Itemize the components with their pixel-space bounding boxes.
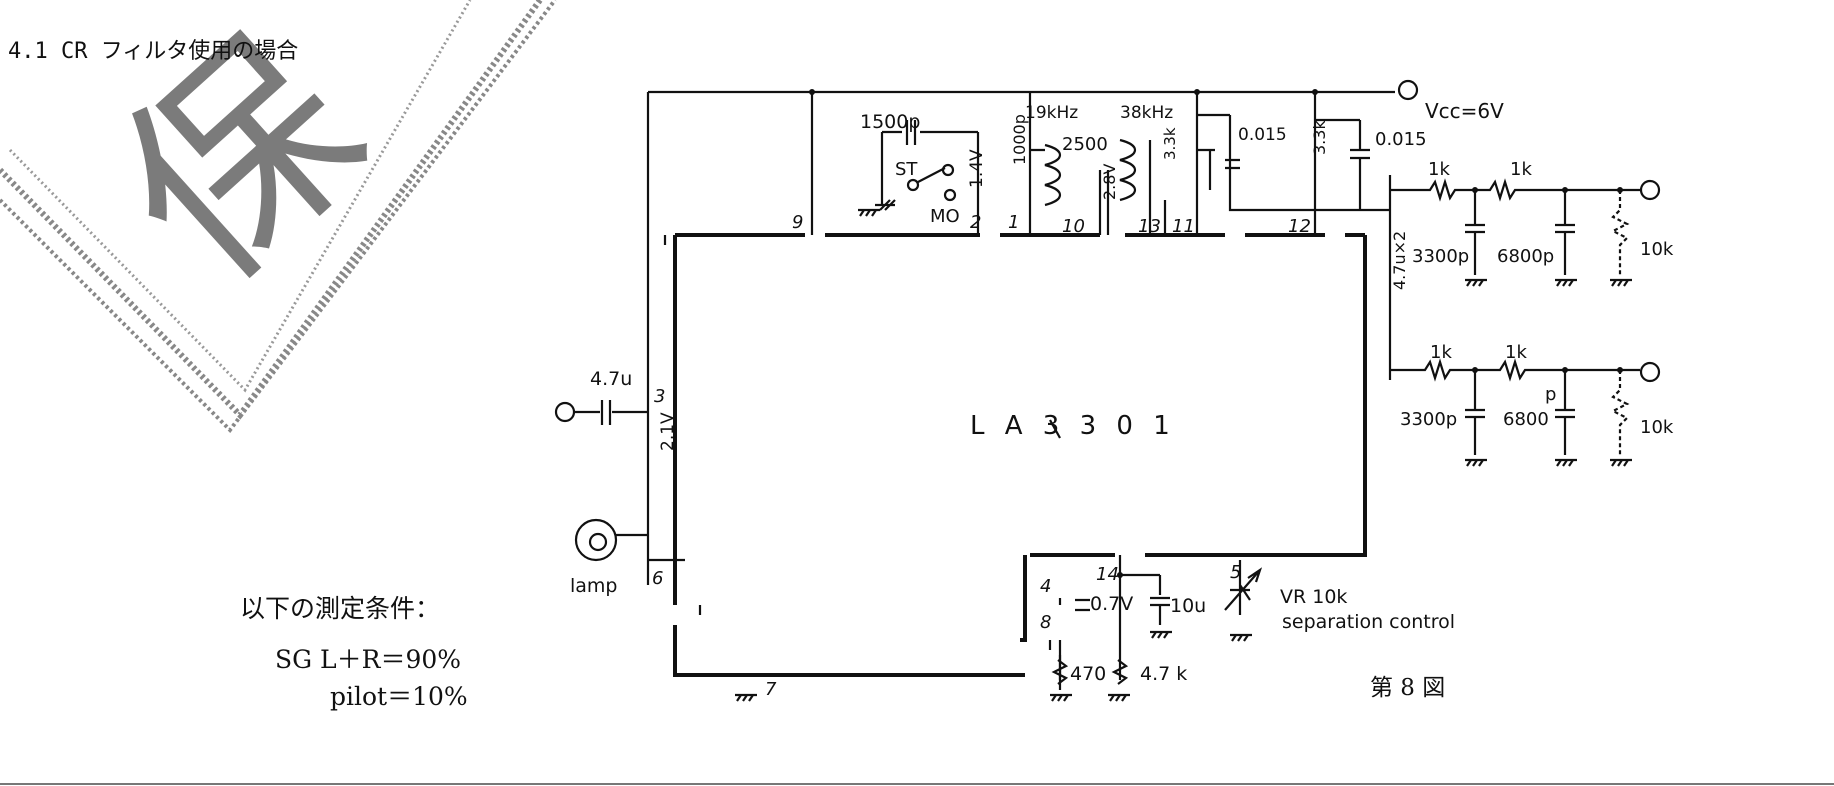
cap-1500p-label: 1500p (860, 111, 920, 133)
cap-6800-b-label: 6800 (1503, 409, 1549, 430)
conditions-line2: pilot＝10% (330, 682, 468, 711)
cap-1000p-label: 1000p (1010, 114, 1029, 165)
switch-st-contact (906, 178, 920, 192)
cap-6800p-a-label: 6800p (1497, 246, 1554, 267)
pin-3: 3 (654, 386, 665, 407)
pin-4: 4 (1040, 576, 1051, 597)
stamp-watermark: 保 (0, 0, 557, 434)
cap-10u-label: 10u (1170, 595, 1206, 617)
lamp-label: lamp (570, 575, 618, 597)
conditions-line1: SG L＋R＝90% (275, 645, 461, 674)
cap-4.7u-x2-label: 4.7u×2 (1390, 231, 1409, 290)
separation-control-label: separation control (1282, 611, 1455, 633)
v21-label: 2.1V (658, 412, 678, 451)
pin-7: 7 (765, 679, 777, 700)
pin-14: 14 (1096, 564, 1119, 585)
r-1k-a-label: 1k (1428, 159, 1450, 180)
figure-caption: 第 8 図 (1370, 675, 1445, 701)
out-terminal-a (1639, 179, 1661, 201)
cap-3300p-a-label: 3300p (1412, 246, 1469, 267)
r-10k-b-label: 10k (1640, 417, 1674, 438)
pin-labels: 9 2 1 10 13 11 12 3 6 7 4 8 14 5 (652, 212, 1311, 700)
pin-6: 6 (652, 568, 663, 589)
cap-3300p-b-label: 3300p (1400, 409, 1457, 430)
cap-4.7u-label: 4.7u (590, 368, 632, 390)
r-470-label: 470 (1070, 663, 1106, 685)
vr-label: VR 10k (1280, 586, 1347, 608)
pin-5: 5 (1230, 562, 1241, 583)
vcc-terminal (1397, 79, 1419, 101)
pin-1: 1 (1008, 212, 1019, 233)
section-heading: 4.1 CR フィルタ使用の場合 (8, 39, 298, 64)
pin-9: 9 (792, 212, 803, 233)
bottom-section: 0.7V 10u 470 4.7 k VR 10k separation con… (735, 208, 1632, 702)
cap-0015b-label: 0.015 (1375, 129, 1427, 150)
pico-mark: p (1545, 384, 1556, 405)
r-3.3k-b-label: 3.3k (1310, 120, 1329, 155)
r-1k-b-label: 1k (1510, 159, 1532, 180)
ic-body: L A 3 3 0 1 (663, 233, 1367, 677)
r-1k-c-label: 1k (1430, 342, 1452, 363)
v28-label: 2.8V (1100, 164, 1119, 200)
v07-label: 0.7V (1090, 593, 1133, 615)
pin-12: 12 (1288, 216, 1311, 237)
conditions-title: 以下の測定条件： (240, 594, 440, 623)
lamp-symbol (574, 518, 618, 562)
output-filter: 0.015 3.3k 0.015 4.7u×2 1k 1k 3300p 6800… (1195, 92, 1674, 455)
input-terminal (554, 401, 576, 423)
vcc-label: Vcc=6V (1425, 99, 1504, 123)
pin-11: 11 (1172, 216, 1195, 237)
switch-mo-label: MO (930, 206, 960, 227)
filter-block: 1500p ST MO 1.4V 1000p 19kHz 38kHz 2500 … (860, 92, 1179, 235)
pin-10: 10 (1062, 216, 1085, 237)
cap-0015a-label: 0.015 (1238, 125, 1287, 145)
r-3.3k-a-label: 3.3k (1161, 127, 1179, 160)
r-10k-a-label: 10k (1640, 239, 1674, 260)
pin-2: 2 (970, 212, 981, 233)
freq-38k-label: 38kHz (1120, 103, 1173, 123)
input-section: 4.7u 2.1V lamp (554, 368, 685, 597)
r-4.7k-label: 4.7 k (1140, 663, 1187, 685)
switch-mo-contact (943, 188, 957, 202)
pin-8: 8 (1040, 612, 1051, 633)
ic-label: L A 3 3 0 1 (970, 411, 1176, 441)
freq-19k-label: 19kHz (1025, 103, 1078, 123)
out-terminal-b (1639, 361, 1661, 383)
switch-common (941, 163, 955, 177)
v14-label: 1.4V (967, 149, 987, 188)
supply-rail: Vcc=6V (646, 79, 1504, 540)
r-1k-d-label: 1k (1505, 342, 1527, 363)
cap-2500-label: 2500 (1062, 134, 1108, 155)
switch-st-label: ST (895, 159, 918, 180)
measurement-conditions: 以下の測定条件： SG L＋R＝90% pilot＝10% (240, 594, 468, 711)
